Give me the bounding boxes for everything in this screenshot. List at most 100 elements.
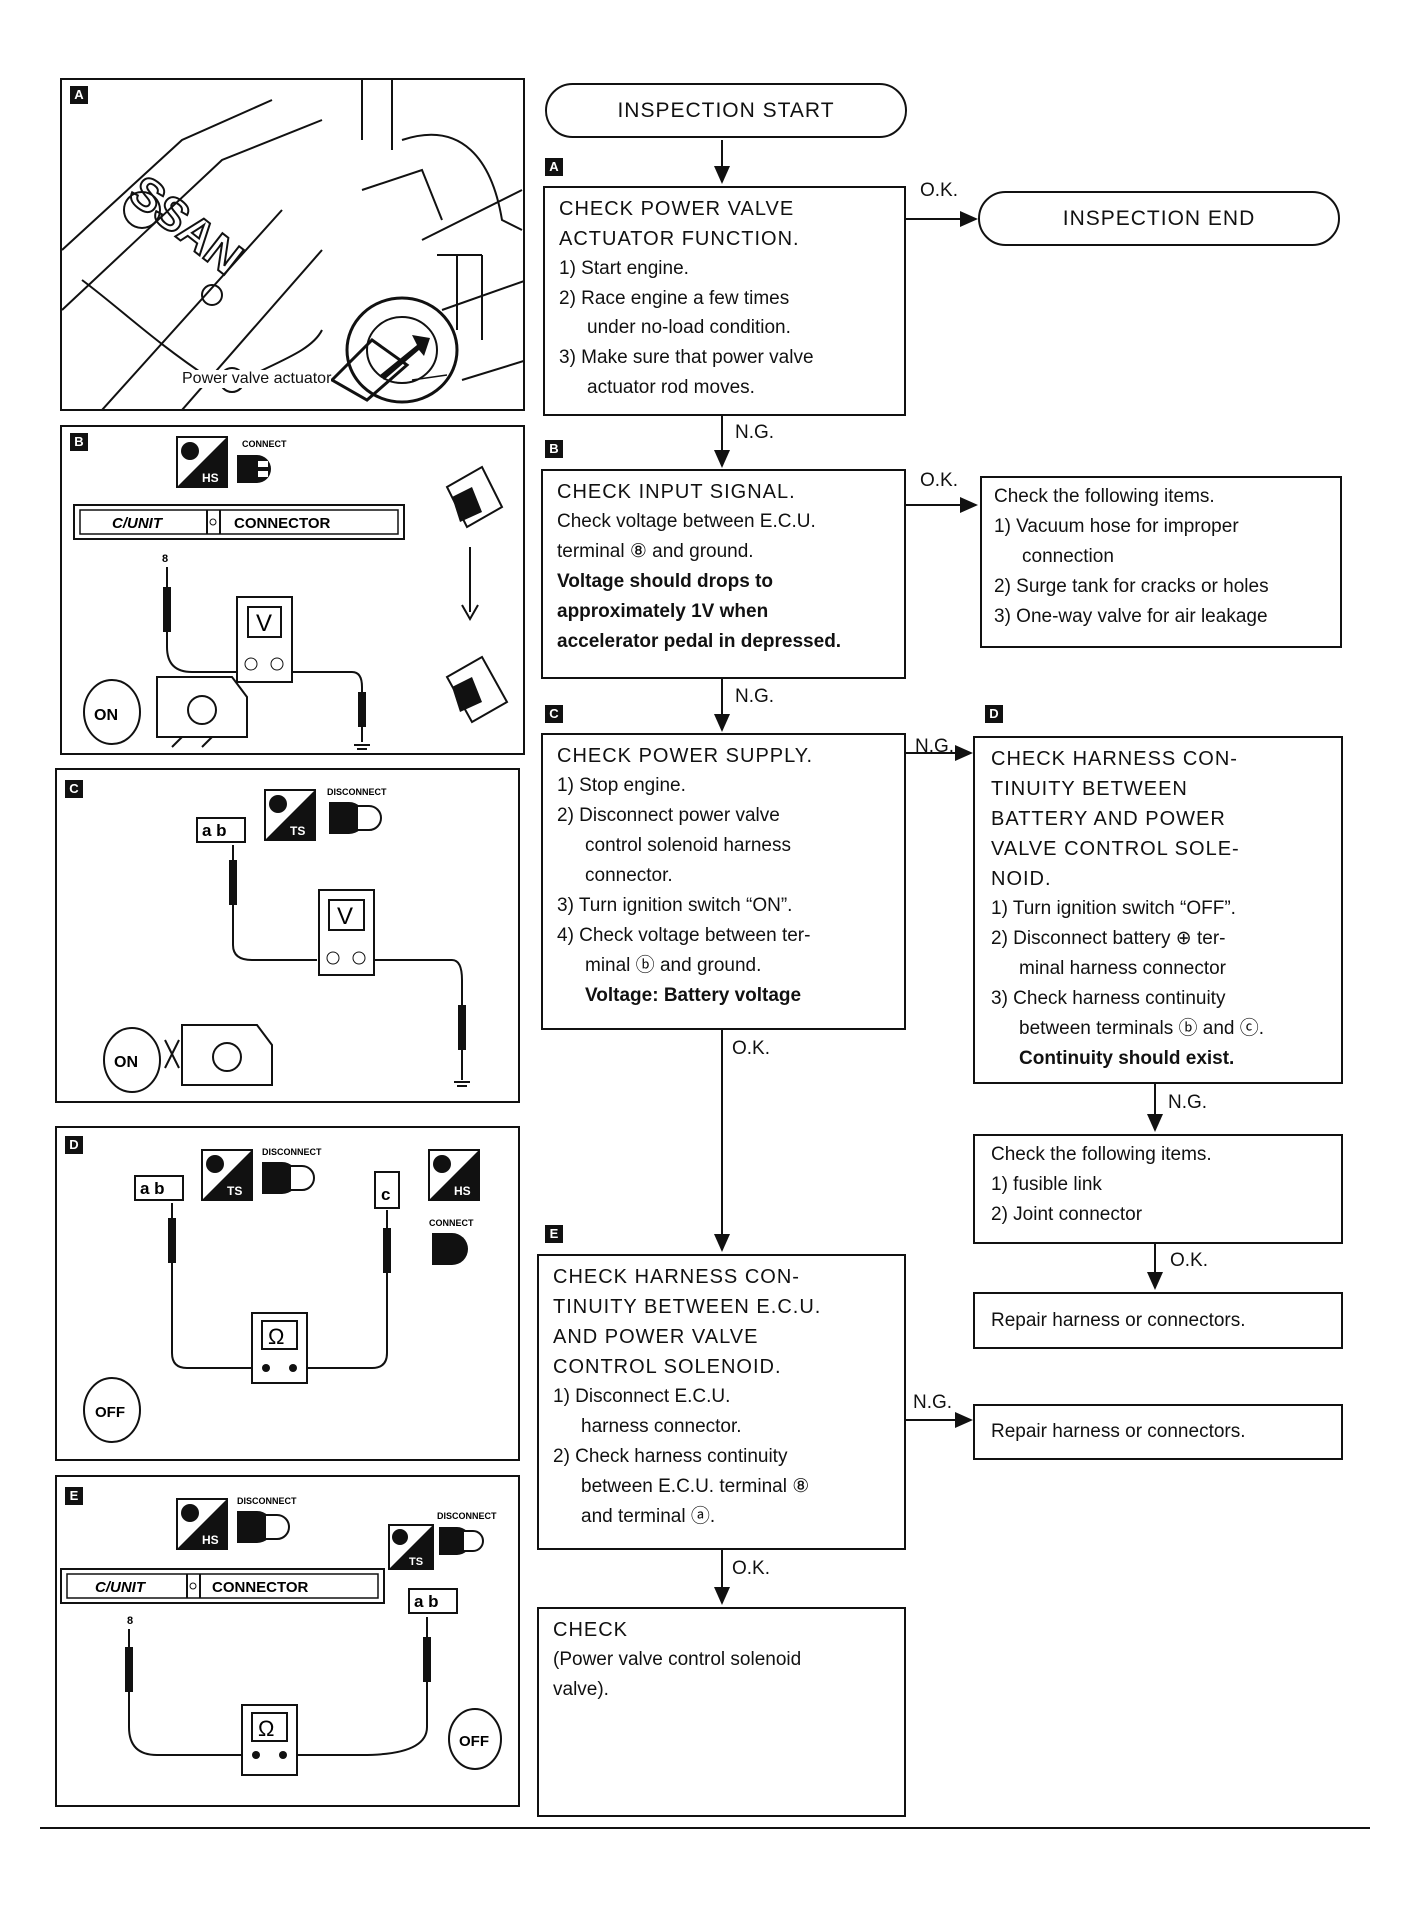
- conn-c-label: c: [381, 1185, 390, 1204]
- step-a-line-4: 3) Make sure that power valve: [559, 347, 814, 368]
- step-e-title-2: TINUITY BETWEEN E.C.U.: [553, 1296, 822, 1318]
- panel-b-illustration: B HS CONNECT C/UNIT CONNECTOR 8 V: [60, 425, 525, 755]
- step-b-line-2: terminal ⑧ and ground.: [557, 541, 754, 562]
- e-ng-text: Repair harness or connectors.: [991, 1421, 1246, 1442]
- step-b-bold-3: accelerator pedal in depressed.: [557, 631, 842, 652]
- step-a-line-2: 2) Race engine a few times: [559, 288, 790, 309]
- step-d-line-4: 3) Check harness continuity: [991, 988, 1226, 1009]
- panel-d-illustration: D TS DISCONNECT HS CONNECT a b c Ω OFF: [55, 1126, 520, 1461]
- conn-ab-label: a b: [414, 1592, 439, 1611]
- disconnect-label: DISCONNECT: [327, 787, 387, 797]
- d-ok-text: Repair harness or connectors.: [991, 1310, 1246, 1331]
- step-d-line-2: 2) Disconnect battery ⊕ ter-: [991, 928, 1226, 949]
- panel-b-drawing: HS CONNECT C/UNIT CONNECTOR 8 V: [73, 436, 509, 750]
- disconnect-label: DISCONNECT: [262, 1147, 322, 1157]
- step-c-line-4: connector.: [585, 865, 673, 886]
- label-ok-c: O.K.: [732, 1038, 771, 1059]
- step-b-bold-1: Voltage should drops to: [557, 571, 774, 592]
- b-ok-line-2: 1) Vacuum hose for improper: [994, 516, 1239, 537]
- ecu-right-label: CONNECTOR: [212, 1579, 309, 1596]
- step-e-title-4: CONTROL SOLENOID.: [553, 1356, 782, 1378]
- panel-b-tag: B: [70, 433, 88, 451]
- ts-code-label: TS: [409, 1556, 423, 1568]
- step-c-line-1: 1) Stop engine.: [557, 775, 686, 796]
- b-ok-line-5: 3) One-way valve for air leakage: [994, 606, 1268, 627]
- step-b-ok-box: Check the following items. 1) Vacuum hos…: [980, 476, 1342, 648]
- key-off-label: OFF: [459, 1733, 489, 1750]
- conn-ab-label: a b: [202, 821, 227, 840]
- inspection-start: INSPECTION START: [545, 83, 907, 138]
- pin-label: 8: [162, 553, 168, 565]
- ts-code-label: TS: [290, 824, 305, 838]
- d-ng-line-3: 2) Joint connector: [991, 1204, 1143, 1225]
- step-c-line-2: 2) Disconnect power valve: [557, 805, 780, 826]
- label-ng-d: N.G.: [1168, 1092, 1208, 1113]
- step-e-line-4: between E.C.U. terminal ⑧: [581, 1476, 810, 1497]
- ohmmeter-glyph: Ω: [258, 1716, 274, 1741]
- disconnect-label: DISCONNECT: [237, 1496, 297, 1506]
- step-d-ng-box: Check the following items. 1) fusible li…: [973, 1134, 1343, 1244]
- panel-a-illustration: SSAN A Power valve actuator: [60, 78, 525, 411]
- d-ng-line-1: Check the following items.: [991, 1144, 1212, 1165]
- inspection-end: INSPECTION END: [978, 191, 1340, 246]
- step-b-box: CHECK INPUT SIGNAL. Check voltage betwee…: [541, 469, 906, 679]
- step-b-tag: B: [545, 440, 563, 458]
- ohmmeter-glyph: Ω: [268, 1324, 284, 1349]
- step-a-tag: A: [545, 158, 563, 176]
- panel-c-illustration: C TS DISCONNECT a b V ON: [55, 768, 520, 1103]
- voltmeter-glyph: V: [337, 903, 353, 930]
- step-d-line-5: between terminals ⓑ and ⓒ.: [1019, 1018, 1265, 1039]
- connect-label: CONNECT: [242, 439, 287, 449]
- key-off-label: OFF: [95, 1404, 125, 1421]
- step-c-title: CHECK POWER SUPPLY.: [557, 745, 814, 767]
- key-on-label: ON: [94, 707, 118, 724]
- ts-code-label: TS: [227, 1184, 242, 1198]
- panel-a-tag: A: [70, 86, 88, 104]
- final-line-2: (Power valve control solenoid: [553, 1649, 802, 1670]
- step-b-title: CHECK INPUT SIGNAL.: [557, 481, 796, 503]
- step-c-line-6: 4) Check voltage between ter-: [557, 925, 811, 946]
- step-a-line-3: under no-load condition.: [587, 317, 791, 338]
- b-ok-line-1: Check the following items.: [994, 486, 1215, 507]
- step-e-tag: E: [545, 1225, 563, 1243]
- step-e-title-3: AND POWER VALVE: [553, 1326, 759, 1348]
- label-ng-b: N.G.: [735, 686, 775, 707]
- step-c-line-5: 3) Turn ignition switch “ON”.: [557, 895, 793, 916]
- ecu-right-label: CONNECTOR: [234, 515, 331, 532]
- pin-label: 8: [127, 1615, 133, 1627]
- bottom-rule: [40, 1827, 1370, 1829]
- step-e-title-1: CHECK HARNESS CON-: [553, 1266, 800, 1288]
- step-b-line-1: Check voltage between E.C.U.: [557, 511, 816, 532]
- step-d-title-1: CHECK HARNESS CON-: [991, 748, 1238, 770]
- panel-e-drawing: HS DISCONNECT TS DISCONNECT C/UNIT CONNE…: [60, 1496, 502, 1776]
- step-c-tag: C: [545, 705, 563, 723]
- step-d-title-4: VALVE CONTROL SOLE-: [991, 838, 1240, 860]
- connect-label: CONNECT: [429, 1218, 474, 1228]
- b-ok-line-3: connection: [1022, 546, 1114, 567]
- step-e-line-2: harness connector.: [581, 1416, 742, 1437]
- step-c-bold-1: Voltage: Battery voltage: [585, 985, 802, 1006]
- final-line-1: CHECK: [553, 1619, 629, 1641]
- label-ng-e: N.G.: [913, 1392, 953, 1413]
- disconnect-label: DISCONNECT: [437, 1511, 497, 1521]
- step-d-title-5: NOID.: [991, 868, 1052, 890]
- step-d-line-1: 1) Turn ignition switch “OFF”.: [991, 898, 1236, 919]
- step-d-title-2: TINUITY BETWEEN: [991, 778, 1188, 800]
- final-check-box: CHECK (Power valve control solenoid valv…: [537, 1607, 906, 1817]
- actuator-caption: Power valve actuator: [182, 370, 332, 388]
- panel-d-tag: D: [65, 1136, 83, 1154]
- panel-e-illustration: E HS DISCONNECT TS DISCONNECT C/UNIT CON…: [55, 1475, 520, 1807]
- final-line-3: valve).: [553, 1679, 609, 1700]
- step-b-bold-2: approximately 1V when: [557, 601, 769, 622]
- step-a-line-1: 1) Start engine.: [559, 258, 689, 279]
- step-d-tag: D: [985, 705, 1003, 723]
- step-a-title-1: CHECK POWER VALVE: [559, 198, 795, 220]
- step-c-line-3: control solenoid harness: [585, 835, 791, 856]
- panel-d-drawing: TS DISCONNECT HS CONNECT a b c Ω OFF: [83, 1147, 480, 1443]
- ecu-left-label: C/UNIT: [112, 515, 164, 532]
- panel-c-drawing: TS DISCONNECT a b V ON: [103, 787, 470, 1093]
- step-c-box: CHECK POWER SUPPLY. 1) Stop engine. 2) D…: [541, 733, 906, 1030]
- hs-code-label: HS: [202, 1533, 219, 1547]
- panel-c-tag: C: [65, 780, 83, 798]
